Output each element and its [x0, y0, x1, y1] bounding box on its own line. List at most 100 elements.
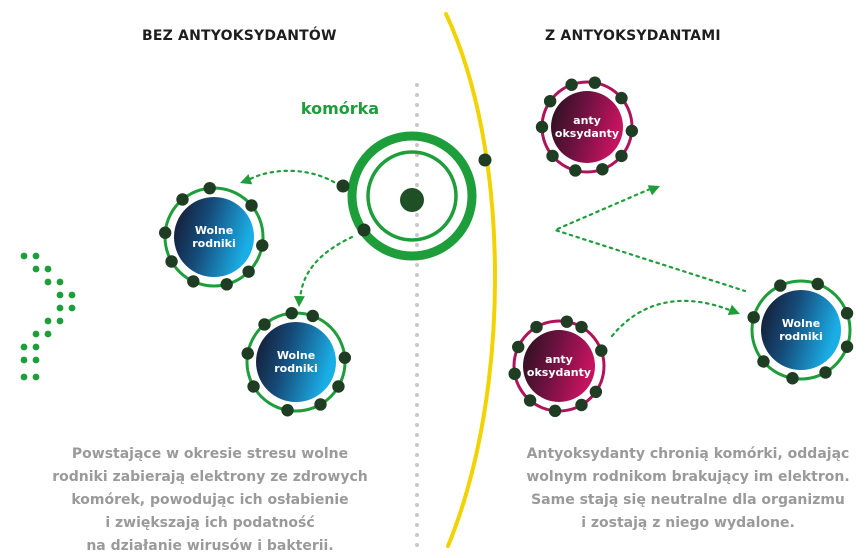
electron — [569, 164, 582, 177]
electron — [811, 277, 824, 291]
electron — [588, 76, 602, 89]
electron — [615, 91, 628, 105]
electron — [203, 181, 216, 195]
electron — [596, 163, 609, 176]
electron — [543, 94, 557, 108]
chevron-dot — [32, 343, 40, 351]
chevron-dot — [44, 330, 52, 338]
electron — [281, 404, 294, 417]
electron — [615, 149, 628, 163]
electron — [625, 124, 639, 138]
electron — [747, 311, 760, 324]
chevron-dot — [56, 278, 64, 286]
electron — [306, 309, 319, 323]
free-radical-neutralized-label-line: Wolne — [782, 317, 820, 330]
left-caption-line: komórek, powodując ich osłabienie — [71, 492, 349, 508]
electron — [786, 372, 799, 385]
electron — [530, 320, 543, 334]
electron — [535, 120, 549, 134]
electron — [512, 340, 525, 354]
left-caption: Powstające w okresie stresu wolne rodnik… — [52, 443, 368, 558]
right-caption-line: wolnym rodnikom brakujący im elektron. — [526, 469, 850, 485]
free-radical-neutralized-ring — [750, 279, 852, 381]
electron — [508, 367, 521, 381]
electron — [575, 320, 588, 334]
electron — [256, 239, 269, 252]
free-radical-top-core — [174, 197, 254, 277]
arrow-to-neutral-radical-head — [727, 304, 740, 315]
electron — [548, 404, 562, 418]
antioxidant-top-label-line: anty — [573, 114, 601, 127]
cell-electron — [478, 153, 492, 167]
electron — [595, 344, 608, 357]
chevron-dot — [56, 317, 64, 325]
electron — [819, 366, 832, 379]
chevron-dot — [32, 265, 40, 273]
chevron-dot — [32, 330, 40, 338]
cell-inner-ring — [366, 150, 458, 242]
electron — [575, 398, 588, 412]
electron — [258, 318, 271, 331]
electron — [242, 265, 255, 278]
free-radical-neutralized-core — [761, 290, 841, 370]
left-caption-line: rodniki zabierają elektrony ze zdrowych — [52, 469, 368, 485]
left-heading: BEZ ANTYOKSYDANTÓW — [142, 28, 337, 44]
electron — [774, 279, 787, 292]
cell-label: komórka — [301, 99, 379, 118]
electron — [176, 193, 189, 206]
left-caption-line: i zwiększają ich podatność — [105, 515, 315, 531]
electron — [840, 307, 854, 320]
free-radical-bottom-core — [256, 322, 336, 402]
electron — [338, 351, 352, 364]
electron — [757, 355, 770, 368]
chevron-dot — [56, 291, 64, 299]
antioxidant-top-core — [551, 91, 623, 163]
deflection-lines — [551, 187, 747, 293]
right-caption-line: Same stają się neutralne dla organizmu — [531, 492, 845, 508]
electron — [245, 199, 258, 212]
electron — [241, 347, 254, 360]
left-caption-line: Powstające w okresie stresu wolne — [71, 446, 349, 462]
chevron-dot — [32, 373, 40, 381]
right-caption-line: Antyoksydanty chronią komórki, oddając — [526, 446, 850, 462]
electron — [546, 149, 559, 163]
electron — [565, 78, 578, 91]
arrow-to-radical-bottom-line — [298, 235, 354, 302]
curved-divider — [444, 12, 497, 548]
chevron-dot — [20, 356, 28, 364]
free-radical-top-label-line: Wolne — [195, 224, 233, 237]
electron — [220, 278, 233, 291]
deflection-arrow-head — [647, 185, 660, 196]
electron — [523, 394, 537, 407]
arrow-to-radical-top-head — [240, 174, 253, 185]
antioxidant-top-label-line: oksydanty — [555, 127, 619, 140]
electron — [247, 380, 260, 393]
electron — [158, 226, 172, 239]
electron — [560, 315, 574, 328]
cell-electron — [357, 223, 371, 237]
free-radical-bottom-label-line: rodniki — [274, 362, 318, 375]
cell-nucleus — [400, 188, 424, 212]
chevron-dot — [20, 373, 28, 381]
free-radical-bottom-label-line: Wolne — [277, 349, 315, 362]
antioxidant-bottom-label-line: oksydanty — [527, 366, 591, 379]
arrow-to-radical-bottom-head — [293, 295, 305, 307]
chevron-dot — [56, 304, 64, 312]
free-radical-top-label-line: rodniki — [192, 237, 236, 250]
right-caption: Antyoksydanty chronią komórki, oddając w… — [526, 443, 849, 535]
cell-outer-ring — [347, 131, 477, 261]
electron — [840, 340, 854, 353]
electron — [165, 255, 178, 268]
electron — [332, 380, 345, 393]
electron — [187, 275, 200, 288]
